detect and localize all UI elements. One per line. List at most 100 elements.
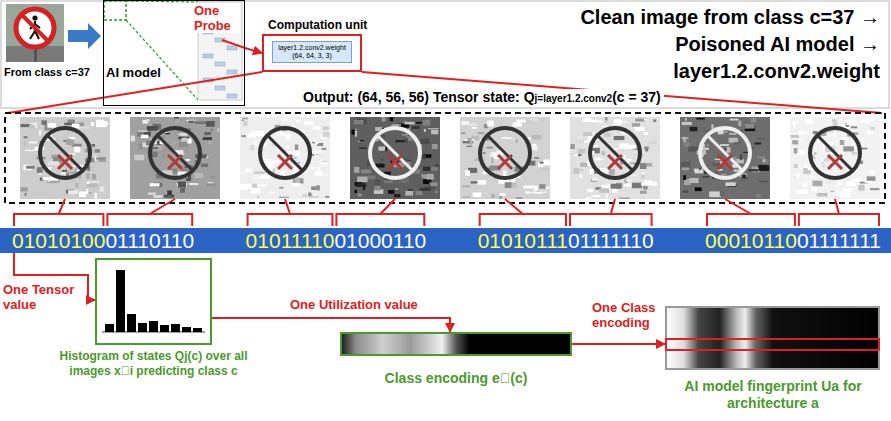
- feature-texture: [830, 191, 834, 192]
- feature-texture: [430, 183, 438, 187]
- feature-texture: [690, 127, 698, 132]
- feature-texture: [497, 193, 500, 199]
- feature-texture: [375, 164, 384, 168]
- feature-texture: [178, 182, 186, 188]
- feature-texture: [870, 171, 875, 174]
- bit-code: 01000110: [334, 228, 426, 253]
- feature-texture: [516, 197, 522, 199]
- feature-texture: [245, 168, 252, 172]
- feature-texture: [360, 140, 364, 141]
- feature-texture: [217, 128, 220, 132]
- feature-texture: [797, 150, 805, 155]
- feature-texture: [421, 139, 430, 144]
- feature-texture: [583, 132, 592, 136]
- feature-texture: [363, 186, 365, 191]
- fingerprint-image: AI model fingerprint Ua for architecture…: [665, 306, 880, 370]
- feature-texture: [153, 147, 158, 149]
- output-label: Output: (64, 56, 56) Tensor state: Q: [303, 89, 535, 105]
- class-encoding-bar: Class encoding e⃗(c): [340, 332, 572, 356]
- feature-texture: [469, 123, 476, 127]
- feature-texture: [250, 131, 254, 133]
- feature-texture: [175, 119, 180, 124]
- feature-texture: [286, 134, 291, 139]
- feature-texture: [76, 183, 79, 188]
- feature-texture: [473, 192, 482, 197]
- feature-texture: [847, 120, 858, 126]
- feature-texture: [694, 169, 703, 174]
- feature-texture: [842, 167, 845, 171]
- histogram-chart: [97, 260, 210, 343]
- feature-texture: [246, 134, 256, 138]
- feature-texture: [762, 159, 766, 162]
- histogram-bar: [193, 328, 202, 332]
- feature-texture: [727, 147, 731, 153]
- feature-texture: [843, 188, 851, 192]
- feature-texture: [195, 173, 204, 178]
- bit-pair: 0101011101111110: [478, 228, 654, 253]
- feature-texture: [501, 137, 511, 139]
- feature-texture: [870, 127, 875, 130]
- feature-texture: [321, 175, 329, 176]
- feature-texture: [207, 184, 215, 187]
- feature-texture: [431, 167, 438, 171]
- feature-texture: [420, 188, 431, 191]
- feature-texture: [179, 142, 189, 148]
- feature-texture: [374, 186, 380, 191]
- probe-region: [104, 1, 126, 20]
- feature-texture: [585, 197, 591, 199]
- feature-texture: [632, 123, 640, 126]
- feature-texture: [619, 198, 630, 199]
- feature-texture: [91, 144, 95, 147]
- x-mark: [608, 155, 622, 169]
- caption: AI model fingerprint Ua for architecture…: [678, 378, 868, 412]
- feature-texture: [50, 146, 52, 147]
- feature-map: [240, 117, 330, 199]
- feature-texture: [757, 137, 765, 140]
- sign-outline: [150, 128, 200, 178]
- feature-texture: [206, 157, 208, 158]
- feature-texture: [543, 160, 550, 166]
- feature-texture: [602, 151, 606, 155]
- feature-texture: [751, 118, 756, 123]
- feature-texture: [203, 137, 212, 140]
- feature-texture: [605, 120, 607, 123]
- feature-texture: [695, 187, 702, 191]
- feature-texture: [153, 195, 162, 198]
- feature-texture: [412, 126, 420, 129]
- feature-texture: [867, 130, 873, 135]
- feature-texture: [359, 148, 367, 149]
- feature-texture: [642, 172, 645, 174]
- feature-texture: [423, 167, 430, 171]
- feature-texture: [640, 191, 647, 194]
- feature-texture: [195, 121, 206, 124]
- feature-texture: [25, 150, 35, 151]
- feature-texture: [657, 144, 660, 150]
- feature-texture: [180, 133, 188, 136]
- feature-texture: [871, 117, 875, 120]
- feature-texture: [416, 122, 422, 124]
- feature-texture: [702, 176, 709, 177]
- feature-texture: [405, 122, 415, 125]
- feature-texture: [759, 181, 768, 183]
- feature-texture: [395, 140, 404, 142]
- x-mark: [58, 155, 72, 169]
- feature-texture: [146, 119, 149, 121]
- feature-texture: [463, 197, 471, 198]
- feature-texture: [649, 141, 657, 144]
- feature-texture: [486, 147, 493, 149]
- feature-texture: [390, 117, 394, 121]
- feature-texture: [66, 139, 75, 145]
- feature-map: [460, 117, 550, 199]
- feature-texture: [682, 122, 692, 125]
- sign-slash: [158, 136, 192, 170]
- bit-code: 01010100: [12, 228, 105, 253]
- x-mark: [168, 155, 182, 169]
- feature-texture: [208, 182, 213, 183]
- sign-outline: [810, 128, 860, 178]
- callout-label: One Class encoding: [592, 300, 662, 330]
- feature-texture: [626, 159, 631, 162]
- feature-texture: [74, 147, 80, 153]
- feature-texture: [726, 182, 736, 186]
- sign-pole: [34, 48, 37, 62]
- feature-texture: [511, 137, 514, 141]
